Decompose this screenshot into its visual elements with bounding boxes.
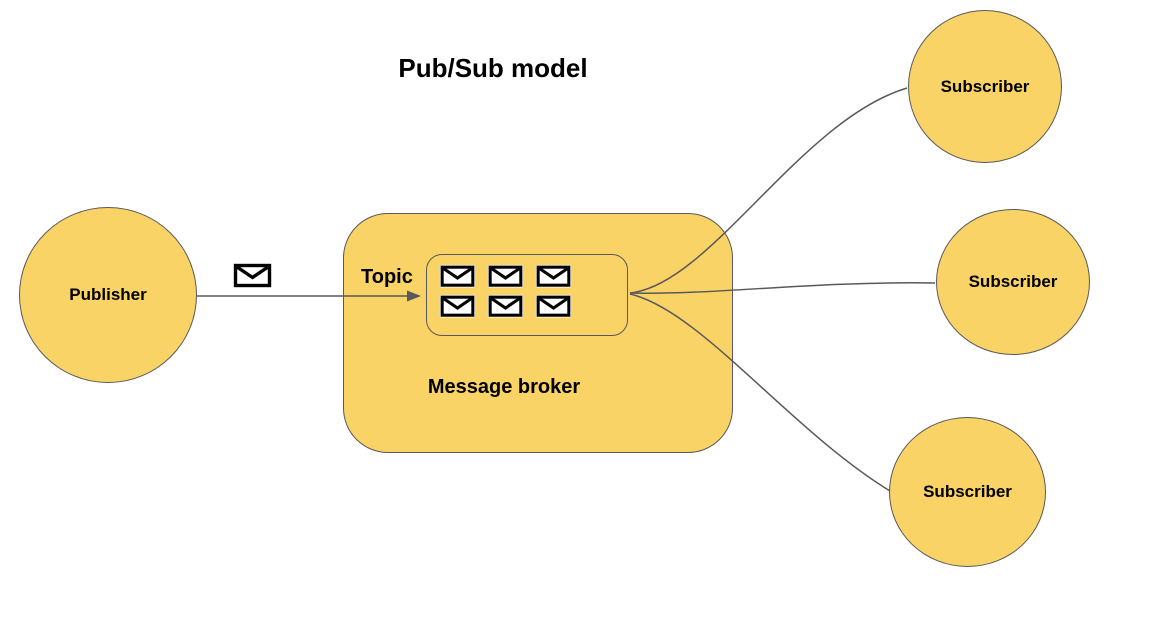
envelope-icon <box>439 294 476 318</box>
topic-queue-box <box>426 254 628 336</box>
publisher-label: Publisher <box>69 285 147 304</box>
subscriber-label: Subscriber <box>923 482 1012 501</box>
subscriber-label: Subscriber <box>968 272 1058 291</box>
envelope-icon <box>233 263 272 288</box>
page-title: Pub/Sub model <box>398 53 588 83</box>
envelope-icon <box>535 264 572 288</box>
subscriber-label: Subscriber <box>940 76 1030 96</box>
subscriber-node-3: Subscriber <box>889 417 1046 567</box>
subscriber-node-1: Subscriber <box>908 10 1062 163</box>
envelope-icon <box>487 294 524 318</box>
subscriber-node-2: Subscriber <box>936 209 1090 355</box>
publisher-node: Publisher <box>19 207 197 383</box>
envelope-icon <box>439 264 476 288</box>
topic-label: Topic <box>361 266 413 288</box>
envelope-icon <box>487 264 524 288</box>
message-broker-node: Topic <box>343 213 733 453</box>
envelope-icon <box>535 294 572 318</box>
message-queue <box>439 264 627 318</box>
broker-label: Message broker <box>427 376 581 398</box>
